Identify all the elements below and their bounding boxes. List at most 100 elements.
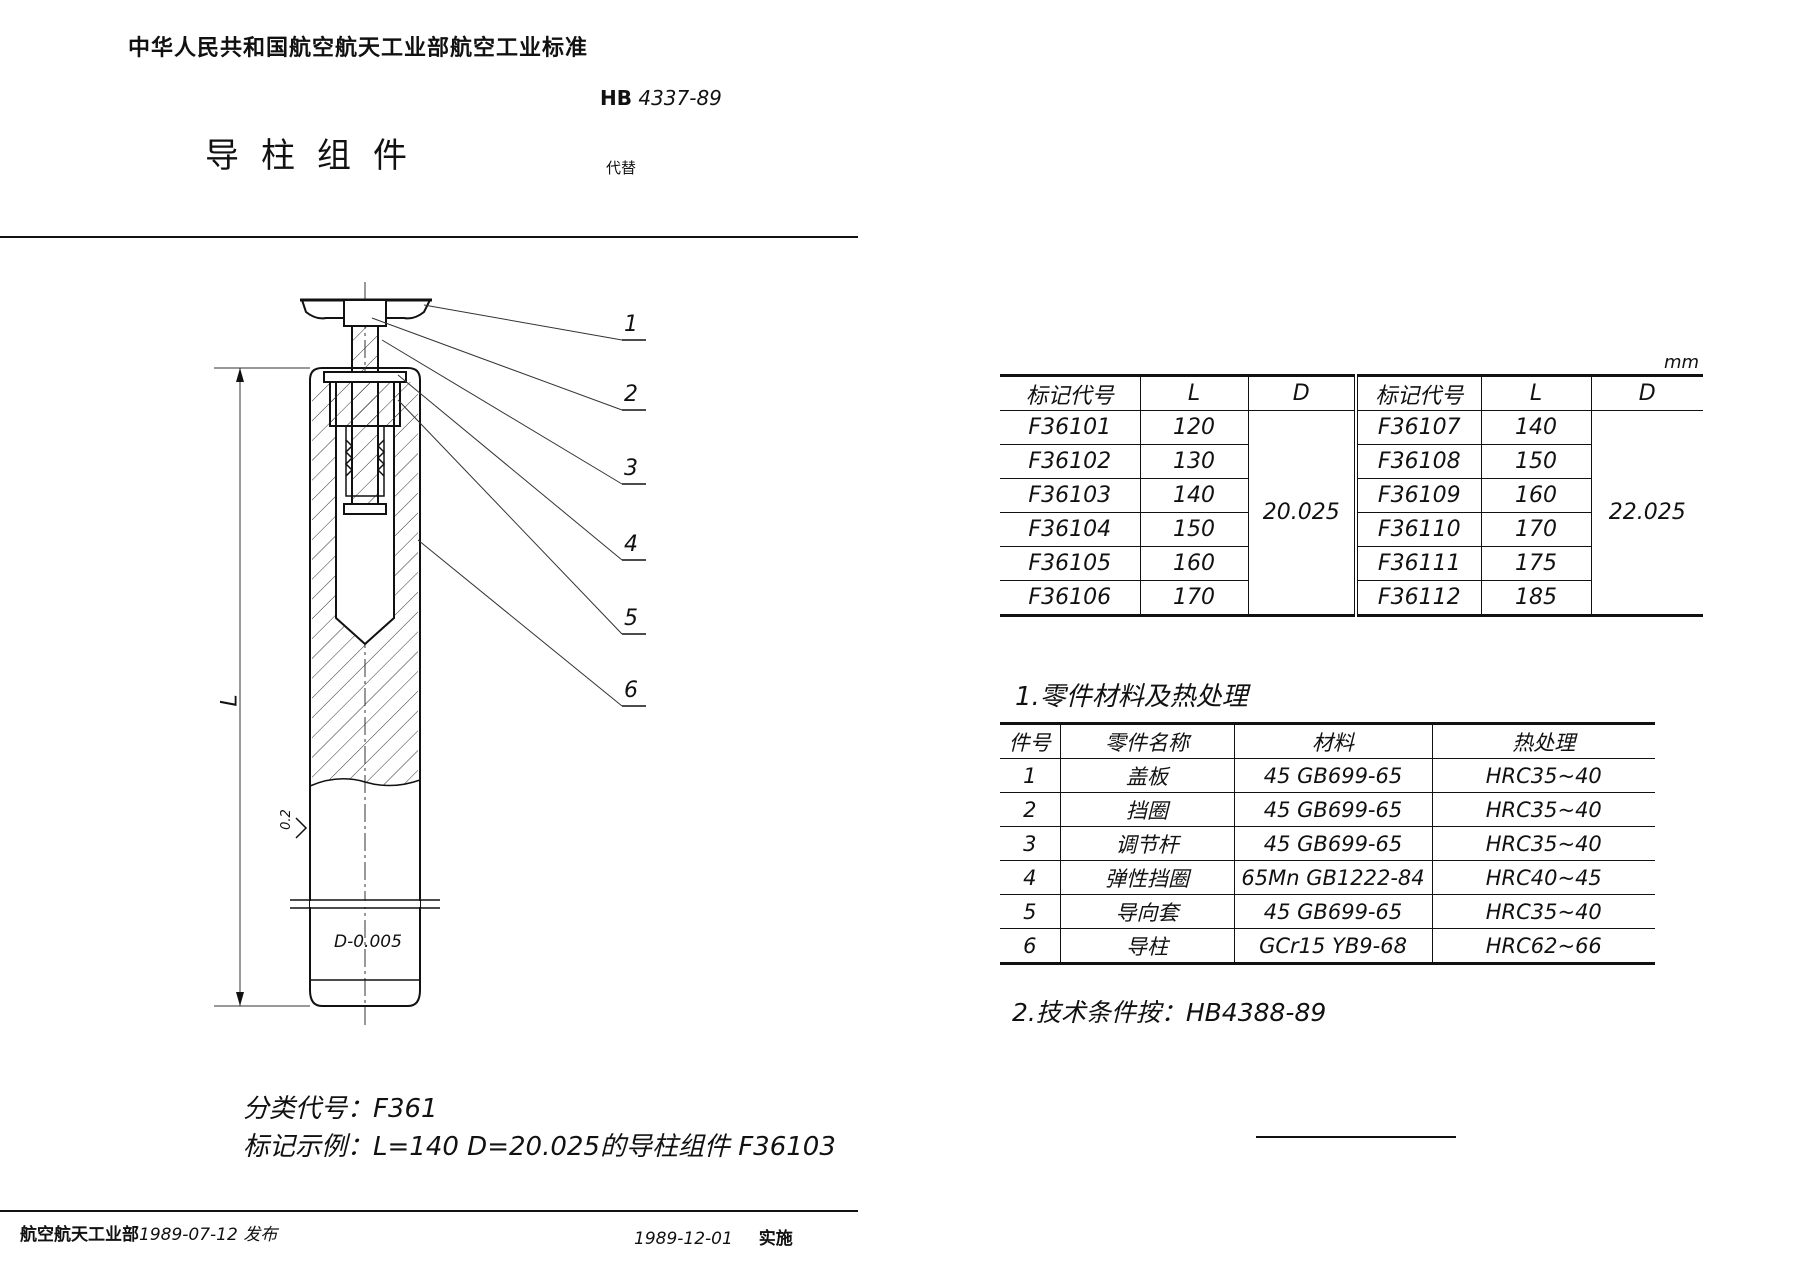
callout-5: 5 xyxy=(624,606,638,631)
mark-code-cell: F36103 xyxy=(1000,478,1141,513)
issuer: 航空航天工业部 xyxy=(20,1225,139,1245)
classification-code-value: F361 xyxy=(373,1094,438,1124)
table-row: 2 挡圈 45 GB699-65 HRC35~40 xyxy=(1000,792,1655,827)
mark-code-cell: F36111 xyxy=(1356,546,1482,581)
elastic-circlip xyxy=(343,503,387,515)
pillar-outline xyxy=(309,367,421,1007)
length-cell: 150 xyxy=(1481,444,1592,479)
table-row: F36106 170 F36112 185 xyxy=(1000,580,1703,616)
document-title: 导柱组件 xyxy=(205,136,429,176)
length-cell: 150 xyxy=(1140,512,1249,547)
mark-code-cell: F36101 xyxy=(1000,410,1141,445)
part-number-cell: 4 xyxy=(1000,860,1061,895)
technical-conditions-note: 2.技术条件按：HB4388-89 xyxy=(1012,998,1327,1027)
dimension-table: 标记代号 L D 标记代号 L D F36101 120 20.025 F361… xyxy=(1000,374,1703,617)
part-name-cell: 盖板 xyxy=(1060,758,1235,793)
header-rule xyxy=(0,236,858,238)
table-row: F36101 120 20.025 F36107 140 22.025 xyxy=(1000,410,1703,616)
diameter-cell: 22.025 xyxy=(1608,500,1686,525)
header-heat-treatment: 热处理 xyxy=(1432,723,1655,759)
replaces-label: 代替 xyxy=(606,159,637,177)
unit-label: mm xyxy=(1664,352,1700,373)
callout-3: 3 xyxy=(624,456,638,481)
issue-date: 1989-07-12 xyxy=(139,1225,238,1245)
length-cell: 170 xyxy=(1481,512,1592,547)
marking-example-value: L=140 D=20.025的导柱组件 F36103 xyxy=(373,1132,836,1162)
table-row: F36105 160 F36111 175 xyxy=(1000,546,1703,581)
header-material: 材料 xyxy=(1234,723,1433,759)
material-cell: GCr15 YB9-68 xyxy=(1234,928,1433,964)
material-cell: 45 GB699-65 xyxy=(1234,758,1433,793)
header-diameter: D xyxy=(1591,375,1703,411)
part-name-cell: 导柱 xyxy=(1060,928,1235,964)
length-cell: 160 xyxy=(1140,546,1249,581)
table-row: F36103 140 F36109 160 xyxy=(1000,478,1703,513)
length-dimension-label: L xyxy=(217,694,243,707)
length-cell: 130 xyxy=(1140,444,1249,479)
mark-code-cell: F36105 xyxy=(1000,546,1141,581)
classification-code: 分类代号：F361 xyxy=(243,1088,438,1125)
standard-number: HB 4337-89 xyxy=(600,86,722,110)
marking-example: 标记示例：L=140 D=20.025的导柱组件 F36103 xyxy=(243,1126,836,1163)
part-name-cell: 挡圈 xyxy=(1060,792,1235,827)
header-mark-code: 标记代号 xyxy=(1356,375,1482,411)
heat-treatment-cell: HRC35~40 xyxy=(1432,826,1655,861)
mark-code-cell: F36104 xyxy=(1000,512,1141,547)
heat-treatment-cell: HRC62~66 xyxy=(1485,933,1602,958)
material-cell: 65Mn GB1222-84 xyxy=(1234,860,1433,895)
length-cell: 175 xyxy=(1481,546,1592,581)
diameter-dimension-label: D-0.005 xyxy=(334,932,402,952)
part-number-cell: 3 xyxy=(1000,826,1061,861)
heat-treatment-cell: HRC40~45 xyxy=(1432,860,1655,895)
materials-table-header: 件号 零件名称 材料 热处理 xyxy=(1000,723,1655,759)
table-row: F36102 130 F36108 150 xyxy=(1000,444,1703,479)
standard-prefix: HB xyxy=(600,86,632,110)
mark-code-cell: F36108 xyxy=(1356,444,1482,479)
materials-heading: 1.零件材料及热处理 xyxy=(1015,682,1248,712)
part-name-cell: 调节杆 xyxy=(1060,826,1235,861)
material-cell: 45 GB699-65 xyxy=(1234,894,1433,929)
materials-table: 件号 零件名称 材料 热处理 1 盖板 45 GB699-65 HRC35~40… xyxy=(1000,722,1655,965)
table-row: 6 导柱 GCr15 YB9-68 HRC62~66 xyxy=(1000,928,1655,964)
callout-4: 4 xyxy=(624,532,638,557)
roughness-symbol xyxy=(295,817,308,839)
header-length: L xyxy=(1140,375,1249,411)
header-part-number: 件号 xyxy=(1000,723,1061,759)
issue-word: 发布 xyxy=(243,1225,278,1245)
table-row: 3 调节杆 45 GB699-65 HRC35~40 xyxy=(1000,826,1655,861)
table-row: 1 盖板 45 GB699-65 HRC35~40 xyxy=(1000,758,1655,793)
part-name-cell: 导向套 xyxy=(1060,894,1235,929)
footer-rule xyxy=(0,1210,858,1212)
diameter-cell: 20.025 xyxy=(1248,410,1358,616)
mark-code-cell: F36110 xyxy=(1356,512,1482,547)
part-number-cell: 1 xyxy=(1000,758,1061,793)
header-part-name: 零件名称 xyxy=(1060,723,1235,759)
mark-code-cell: F36106 xyxy=(1000,580,1141,616)
header-diameter: D xyxy=(1248,375,1358,411)
mark-code-cell: F36112 xyxy=(1356,580,1482,616)
retaining-ring xyxy=(323,371,407,383)
part-number-cell: 2 xyxy=(1000,792,1061,827)
issue-info: 航空航天工业部1989-07-12 发布 xyxy=(20,1220,277,1245)
end-rule xyxy=(1256,1136,1456,1138)
material-cell: 45 GB699-65 xyxy=(1234,826,1433,861)
mark-code-cell: F36109 xyxy=(1356,478,1482,513)
effective-word: 实施 xyxy=(758,1229,793,1249)
length-cell: 185 xyxy=(1481,580,1592,616)
table-row: 5 导向套 45 GB699-65 HRC35~40 xyxy=(1000,894,1655,929)
issuing-organization: 中华人民共和国航空航天工业部航空工业标准 xyxy=(128,36,589,61)
break-line xyxy=(309,778,421,787)
mark-code-cell: F36102 xyxy=(1000,444,1141,479)
length-cell: 160 xyxy=(1481,478,1592,513)
heat-treatment-cell: HRC35~40 xyxy=(1432,758,1655,793)
standard-code: 4337-89 xyxy=(638,86,722,110)
heat-treatment-cell: HRC35~40 xyxy=(1432,894,1655,929)
callout-6: 6 xyxy=(624,678,638,703)
roughness-value: 0.2 xyxy=(278,809,294,830)
length-cell: 170 xyxy=(1140,580,1249,616)
table-row: 4 弹性挡圈 65Mn GB1222-84 HRC40~45 xyxy=(1000,860,1655,895)
table-row: F36104 150 F36110 170 xyxy=(1000,512,1703,547)
heat-treatment-cell: HRC35~40 xyxy=(1432,792,1655,827)
